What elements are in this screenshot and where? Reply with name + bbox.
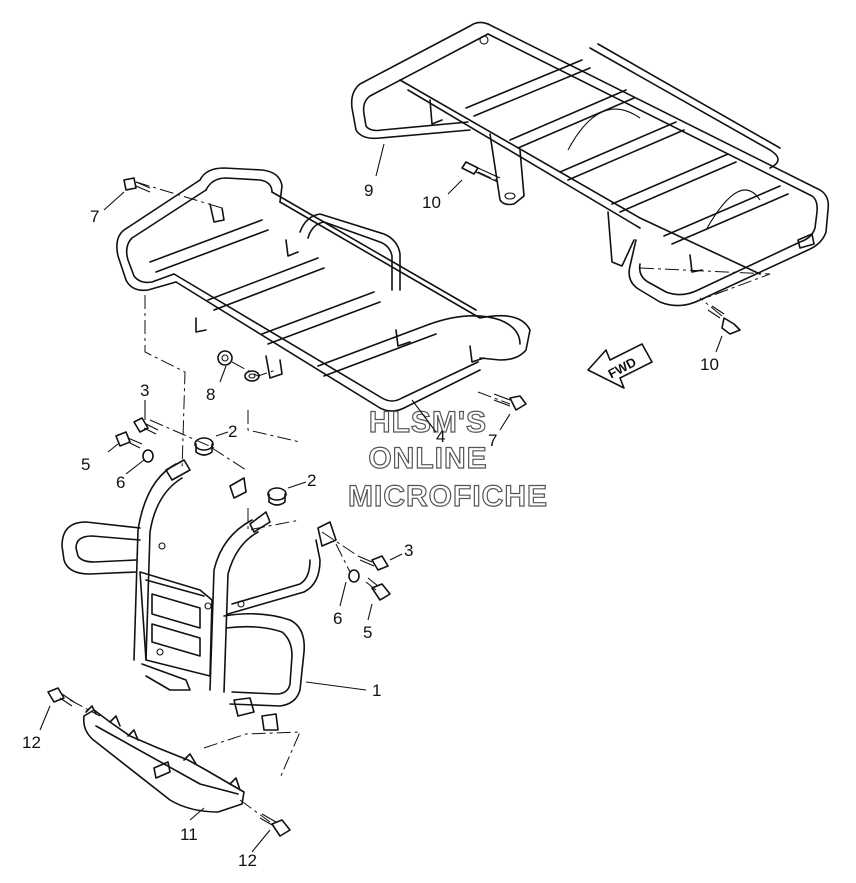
callout-7a: 7 bbox=[90, 207, 99, 226]
callout-8: 8 bbox=[206, 385, 215, 404]
callout-12b: 12 bbox=[238, 851, 257, 870]
bolt-7-right bbox=[493, 393, 527, 411]
bolt-5-right bbox=[365, 577, 391, 601]
washer-6-left bbox=[142, 449, 154, 463]
rear-carrier bbox=[350, 21, 830, 307]
bolt-12-lower bbox=[259, 813, 291, 837]
watermark-line-1: HLSM'S bbox=[369, 406, 487, 439]
bolt-10-lower bbox=[707, 305, 741, 335]
grommet-2-right bbox=[267, 487, 287, 506]
callout-7b: 7 bbox=[488, 431, 497, 450]
callouts: 1 2 2 3 3 4 5 5 6 6 7 7 8 9 10 10 11 12 … bbox=[22, 181, 719, 870]
callout-3b: 3 bbox=[404, 541, 413, 560]
callout-12a: 12 bbox=[22, 733, 41, 752]
watermark-line-2: ONLINE bbox=[368, 442, 487, 475]
callout-6b: 6 bbox=[333, 609, 342, 628]
callout-11: 11 bbox=[180, 825, 198, 844]
front-carrier bbox=[116, 167, 531, 412]
washer-6-right bbox=[348, 569, 360, 583]
watermark-line-3: MICROFICHE bbox=[348, 480, 548, 513]
front-guard bbox=[61, 459, 337, 731]
callout-3a: 3 bbox=[140, 381, 149, 400]
watermark: HLSM'S ONLINE MICROFICHE bbox=[347, 405, 548, 513]
fwd-arrow: FWD bbox=[587, 343, 653, 389]
callout-2b: 2 bbox=[307, 471, 316, 490]
callout-6a: 6 bbox=[116, 473, 125, 492]
bolt-3-right bbox=[357, 555, 389, 571]
skid-plate bbox=[82, 705, 245, 813]
callout-2a: 2 bbox=[228, 422, 237, 441]
bolt-10-upper bbox=[461, 161, 501, 183]
callout-1: 1 bbox=[372, 681, 381, 700]
callout-5b: 5 bbox=[363, 623, 372, 642]
bolt-3-left bbox=[133, 417, 159, 435]
callout-5a: 5 bbox=[81, 455, 90, 474]
callout-10a: 10 bbox=[422, 193, 441, 212]
leader-lines bbox=[39, 143, 723, 853]
bolt-12-upper bbox=[47, 687, 75, 707]
bolt-5-left bbox=[115, 431, 143, 449]
assembly-lines bbox=[69, 171, 771, 823]
grommet-2-left bbox=[194, 437, 214, 456]
callout-4: 4 bbox=[436, 427, 445, 446]
callout-10b: 10 bbox=[700, 355, 719, 374]
callout-9: 9 bbox=[364, 181, 373, 200]
